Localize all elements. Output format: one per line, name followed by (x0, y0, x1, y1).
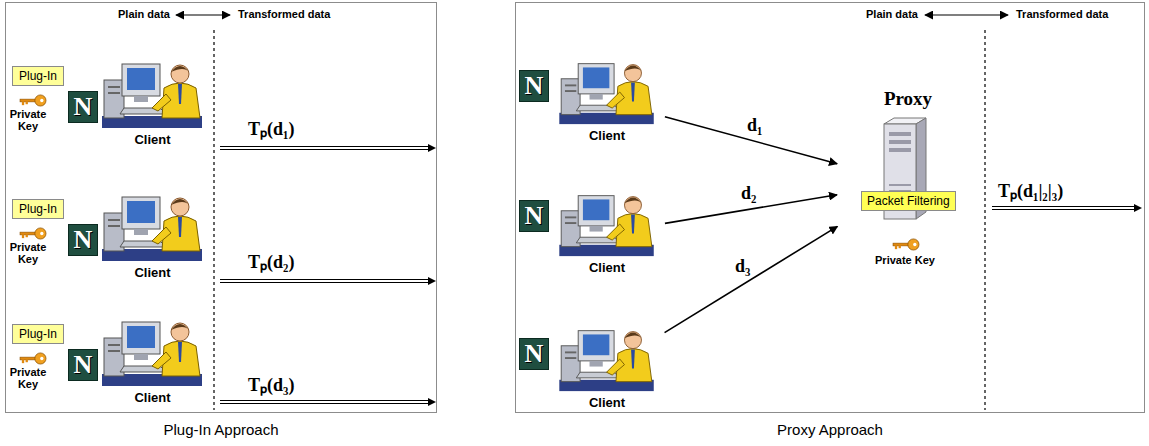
browser-letter: N (525, 341, 544, 367)
browser-letter: N (74, 352, 93, 378)
client-label: Client (552, 128, 662, 143)
plugin-label: Plug-In (19, 69, 57, 83)
computer-user-icon (557, 325, 657, 393)
filter-label: Packet Filtering (867, 194, 950, 208)
edge-label: d₁ (745, 115, 764, 135)
private-key-label: Private Key (5, 108, 51, 132)
panel-caption: Proxy Approach (516, 421, 1144, 438)
plugin-box: Plug-In (12, 199, 64, 219)
transform-arrows (220, 147, 1134, 404)
client-station: Private KeyClient (5, 58, 205, 150)
key-icon-use (20, 353, 46, 364)
browser-logo: N (519, 200, 549, 232)
browser-logo: N (68, 224, 98, 256)
header-label: Transformed data (238, 8, 330, 20)
browser-letter: N (74, 94, 93, 120)
header-label: Plain data (866, 8, 918, 20)
proxy-server: ProxyPrivate Key Packet Filtering (840, 88, 976, 278)
computer-user-icon-use (102, 197, 202, 261)
computer-user-icon-use (559, 331, 653, 391)
plugin-box: Plug-In (12, 324, 64, 344)
key-icon-use (20, 95, 46, 106)
plugin-label: Plug-In (19, 327, 57, 341)
computer-user-icon-use (559, 196, 653, 256)
client-station: Private KeyClient (5, 316, 205, 408)
browser-logo: N (519, 338, 549, 370)
edge-label: d₂ (739, 183, 758, 203)
client-label: Client (100, 390, 205, 405)
computer-user-icon-use (102, 64, 202, 128)
data-flow-arrow (665, 226, 838, 332)
key-icon (19, 94, 47, 107)
computer-user-icon (557, 58, 657, 126)
transform-label: Tₚ(d₁) (248, 116, 294, 140)
client-label: Client (552, 395, 662, 410)
private-key-label: Private Key (5, 366, 51, 390)
boundary-line (214, 30, 985, 410)
key-icon-use (893, 239, 919, 250)
client-station: Private KeyClient (5, 191, 205, 283)
key-icon-use (20, 228, 46, 239)
key-icon (19, 227, 47, 240)
key-icon (892, 238, 920, 251)
client-station: Client (552, 58, 662, 144)
client-label: Client (552, 260, 662, 275)
header-label: Plain data (118, 8, 170, 20)
browser-logo: N (68, 349, 98, 381)
browser-letter: N (74, 227, 93, 253)
computer-user-icon-use (559, 64, 653, 124)
approach-panel: Plug-In ApproachPlug-InNPrivate KeyClien… (5, 2, 437, 413)
transform-label: Tₚ(d₃) (248, 372, 294, 396)
computer-user-icon (100, 58, 205, 130)
transform-label: Tₚ(d₁|₂|₃) (998, 178, 1063, 202)
header-label: Transformed data (1016, 8, 1108, 20)
browser-letter: N (525, 203, 544, 229)
packet-filter-box: Packet Filtering (861, 191, 956, 211)
key-icon (19, 352, 47, 365)
private-key-label: Private Key (5, 241, 51, 265)
browser-logo: N (68, 91, 98, 123)
client-station: Client (552, 325, 662, 411)
computer-user-icon (100, 316, 205, 388)
client-label: Client (100, 132, 205, 147)
arrow-heads (428, 144, 1142, 406)
plugin-label: Plug-In (19, 202, 57, 216)
proxy-label: Proxy (840, 88, 976, 110)
computer-user-icon (557, 190, 657, 258)
computer-user-icon-use (102, 322, 202, 386)
panel-caption: Plug-In Approach (6, 421, 436, 438)
browser-letter: N (525, 73, 544, 99)
approach-panel: Proxy ApproachNClientNClientNClientProxy… (515, 2, 1145, 413)
transform-label: Tₚ(d₂) (248, 249, 294, 273)
edge-label: d₃ (733, 256, 752, 276)
private-key-label: Private Key (840, 254, 970, 266)
client-station: Client (552, 190, 662, 276)
browser-logo: N (519, 70, 549, 102)
computer-user-icon (100, 191, 205, 263)
plugin-box: Plug-In (12, 66, 64, 86)
client-label: Client (100, 265, 205, 280)
